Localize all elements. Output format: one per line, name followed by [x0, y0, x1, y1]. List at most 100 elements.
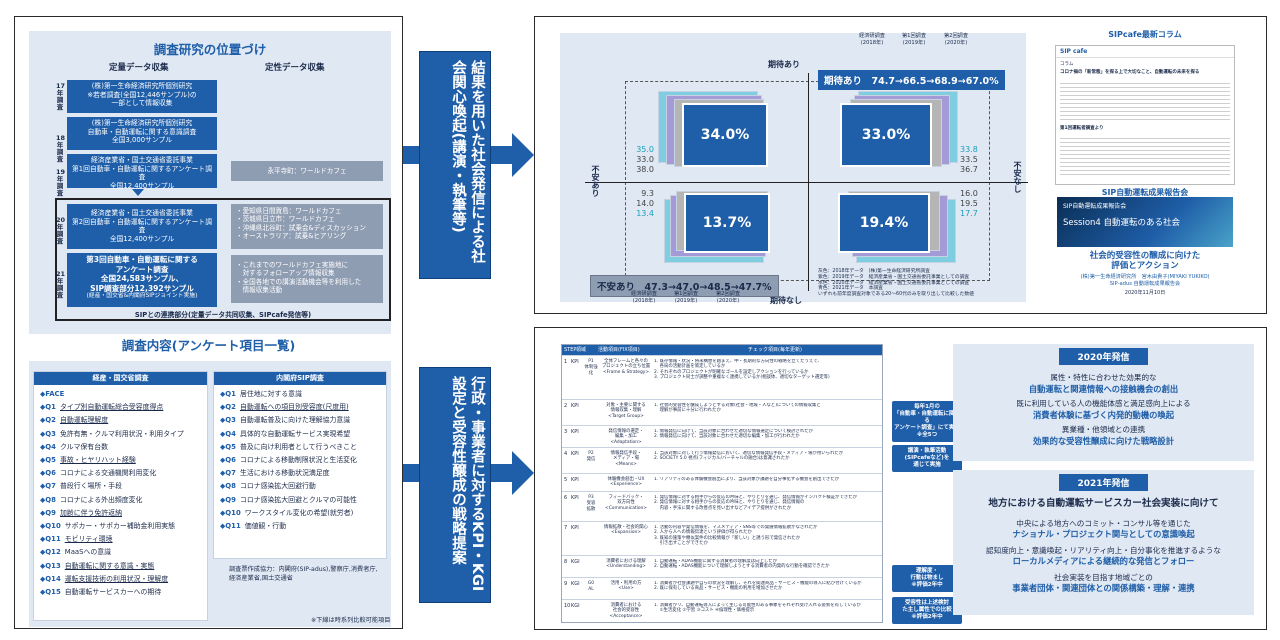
br-value-2018: 16.0	[960, 189, 978, 198]
row-check: 1. 発信情報に対する相手からの反応の吟味と、やりとりを通じ、発信情報がインパク…	[654, 495, 857, 511]
study-box-2021-text: 第3回自動車・自動運転に関する アンケート調査 全国24,583サンプル、 SI…	[86, 255, 198, 293]
communication-2021-box: 2021年発信 地方における自動運転サービスカー社会実装に向けて 中央による地方…	[953, 470, 1254, 615]
survey-item-text: 自動運転理解度	[59, 416, 109, 425]
study-box-2017: (株)第一生命経済研究所個別研究 ※若者調査(全国12,446サンプル)の 一部…	[67, 80, 217, 113]
year-header-2019: 第1回調査 (2019年)	[901, 33, 927, 46]
acceptance-quadrant-chart: 期待あり 期待なし 不安あり 不安なし 経済研調査 (2018年) 第1回調査 …	[560, 33, 1028, 305]
research-positioning-panel: 調査研究の位置づけ 定量データ収集 定性データ収集 17年調査 18年調査 19…	[14, 16, 403, 629]
tl-value-2020: 35.0	[636, 145, 654, 154]
tl-value-2019: 33.0	[636, 155, 654, 164]
right-arrow-icon	[512, 133, 534, 177]
qual-box-2020: ・愛知県日間賀島：ワールドカフェ ・茨城県日立市：ワールドカフェ ・沖縄県北谷町…	[231, 204, 383, 249]
row-step: 2	[564, 403, 568, 409]
expect-trend-label: 期待あり	[824, 76, 863, 87]
survey-item-number: ◆Q13	[40, 561, 61, 570]
study-box-2018: (株)第一生命経済研究所個別研究 自動車・自動運転に関する意識調査 全国3,00…	[67, 117, 217, 150]
survey-item-number: ◆Q4	[40, 442, 56, 451]
survey-item-text: 自動運転普及に向けた理解協力意識	[239, 416, 351, 425]
report-slide-thumbnail[interactable]: SIP自動運転成果報告会 Session4 自動運転のある社会 社会的受容性の醸…	[1057, 197, 1233, 305]
row-check: 1. リアリティのある体験機会創出により、当該対象が課題を自分事化する機会を創出…	[654, 477, 840, 482]
report-headline: 社会的受容性の醸成に向けた 評価とアクション	[1089, 251, 1201, 271]
underline-note: ※下線は時系列比較可能項目	[311, 617, 391, 624]
report-banner: SIP自動運転成果報告会 Session4 自動運転のある社会	[1057, 197, 1233, 247]
c2021-p1: 中央による地方へのコミット・コンサル等を通じた	[1016, 518, 1191, 528]
survey-item-number: ◆Q12	[40, 548, 61, 557]
study-box-2020: 経済産業省・国土交通省委託事業 第2回自動車・自動運転に関するアンケート調査 全…	[67, 204, 217, 249]
table-header-row: STEP 領域 活動項目(FIX項目) チェック項目(毎年更新)	[562, 345, 882, 355]
row-activity: 消費者における 社会的受容性 <Acceptance>	[609, 603, 643, 619]
understanding-note: 理解度・ 行動は物まし ※評価2年中	[892, 565, 962, 592]
quadrant-value-no-expect-no-anxiety: 19.4%	[838, 193, 930, 253]
quadrant-value-no-expect-anxiety: 13.7%	[684, 193, 770, 253]
sipcafe-title: SIPcafe最新コラム	[1108, 30, 1182, 39]
report-session: Session4 自動運転のある社会	[1063, 218, 1181, 228]
quadrant-value-expect-no-anxiety: 33.0%	[840, 103, 932, 167]
anxiety-trend-label: 不安あり	[597, 282, 636, 293]
survey-item-number: ◆Q7	[40, 482, 56, 491]
th-item: 活動項目(FIX項目)	[598, 347, 640, 353]
th-area: 領域	[576, 347, 587, 353]
article-text-lines	[1060, 80, 1230, 120]
annual-survey-note: 毎年1月の 「自動車・自動運転に関する アンケート調査」にて実施 ※全5つ	[892, 401, 962, 442]
row-activity: フィードバック・ 双方向性 <Communication>	[605, 495, 647, 511]
row-kpi-type: KGI	[571, 603, 580, 609]
communication-2020-box: 2020年発信 属性・特性に合わせた効果的な 自動運転と関連情報への接触機会の創…	[953, 344, 1254, 461]
row-step: 10	[564, 603, 571, 609]
year-footer-2018: 経済研調査 (2018年)	[631, 291, 657, 304]
tl-value-2018: 38.0	[636, 165, 654, 174]
row-kpi-type: KPI	[571, 525, 579, 531]
acceptance-note: 受容性は上述検討 た主し属性での比較 ※評価2年中	[892, 597, 962, 624]
row-step: 9	[564, 581, 568, 587]
row-activity: 消費者における理解 <Understanding>	[606, 559, 646, 570]
anxiety-trend-bar: 不安あり 47.3→47.0→48.5→47.7%	[590, 275, 779, 297]
c2020-p3e: 効果的な受容性醸成に向けた戦略設計	[1032, 435, 1175, 446]
survey-item-number: ◆Q5	[220, 442, 236, 451]
c2020-p2e: 消費者体験に基づく内発的動機の喚起	[1032, 409, 1175, 420]
survey-item-number: ◆Q10	[220, 508, 241, 517]
row-kpi-type: KPI	[571, 495, 579, 501]
positioning-section: 調査研究の位置づけ 定量データ収集 定性データ収集 17年調査 18年調査 19…	[29, 31, 391, 334]
section-title-positioning: 調査研究の位置づけ	[153, 42, 267, 57]
c2020-p1: 属性・特性に合わせた効果的な	[1050, 373, 1157, 382]
right-arrow-icon-lower	[512, 451, 534, 495]
survey-item-text: 生活における移動状況満足度	[239, 469, 330, 478]
row-area: G0 AL	[587, 581, 595, 592]
survey-item-text: MaaSへの意識	[64, 548, 112, 557]
row-activity: 体験機会創出・UX <Experience>	[607, 477, 645, 488]
axis-label-no-anxiety: 不安なし	[1013, 161, 1022, 193]
row-step: 3	[564, 429, 568, 435]
year-label-17: 17年調査	[56, 82, 66, 111]
qual-box-2019: 永平寺町：ワールドカフェ	[231, 161, 383, 181]
sipcafe-column-thumbnail[interactable]: SIP cafe コラム コロナ禍の「新常態」を探る上で大切なこと、自動運転の未…	[1055, 45, 1235, 185]
row-check: 1. 社会的受容性を醸成しようとする対象(社会・地域・人など)についての情報収集…	[654, 403, 821, 414]
section-title-survey-contents: 調査内容(アンケート項目一覧)	[121, 338, 296, 353]
survey-item-text: 具体的な自動運転サービス実現希望	[239, 429, 351, 438]
survey-item-number: ◆Q3	[40, 429, 56, 438]
axis-label-no-expect: 期待なし	[770, 296, 802, 305]
row-activity: 活用・利用の方 <Use>	[610, 581, 642, 592]
c2020-p2: 既に利用している人の機能体感と満足感向上による	[1016, 399, 1191, 408]
row-step: 1	[564, 359, 568, 365]
survey-item-number: ◆Q10	[40, 522, 61, 531]
study-box-2021: 第3回自動車・自動運転に関する アンケート調査 全国24,583サンプル、 SI…	[67, 253, 217, 307]
cooperation-note: 調査票作成協力：内閣府(SIP-adus),警察庁,消費者庁, 経済産業省,国土…	[229, 566, 378, 582]
c2021-p3e: 事業者団体・関連団体との関係構築・理解・連携	[1012, 583, 1195, 593]
survey-item-text: タイプ別自動運転総合受容度得点	[59, 403, 164, 412]
